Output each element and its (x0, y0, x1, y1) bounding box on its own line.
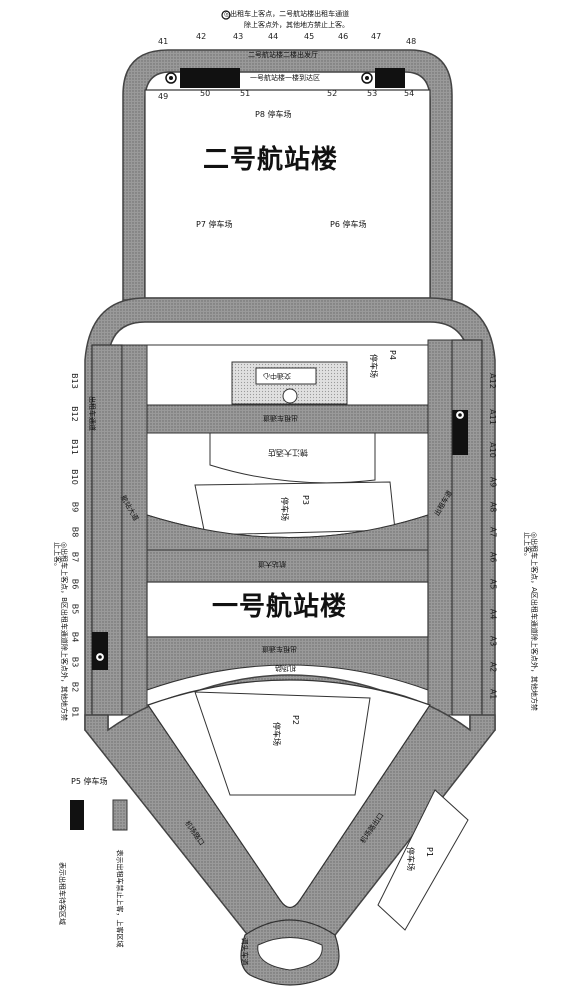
legend-grey-box (112, 799, 128, 831)
bay-b13: B13 (69, 373, 79, 389)
t2-title: 二号航站楼 (203, 145, 339, 175)
t1-upper-curve-road (146, 514, 429, 551)
legend-pickup-icon (221, 10, 231, 20)
p4-name: 停车场 (369, 354, 378, 378)
road-label-mid-lower: 航站大道 (258, 560, 286, 568)
t2-building (144, 89, 431, 299)
legend-black-box (70, 800, 84, 830)
inner-left-road (121, 344, 148, 716)
bay-a3: A3 (488, 635, 498, 647)
bay-a9: A9 (488, 476, 498, 488)
p1-code: P1 (424, 847, 434, 857)
bay-45: 45 (304, 32, 315, 41)
bay-a5: A5 (488, 578, 498, 590)
bay-b8: B8 (70, 526, 80, 538)
right-a-strip (451, 339, 483, 716)
p4-code: P4 (387, 350, 397, 360)
bay-b10: B10 (69, 469, 79, 485)
road-label-b: 出租车通道 (88, 396, 96, 431)
right-a-pickup-bar (452, 410, 468, 455)
t2-departures-pickup-bar-right (375, 68, 405, 88)
legend-grey-label: 表示出租车禁止上客，上客区域 (115, 849, 124, 948)
right-side-note: ◎出租车上客点，A区出租车通道除上客点外，其他地方禁止上客。 (523, 532, 538, 711)
bay-b5: B5 (70, 603, 80, 615)
bay-44: 44 (268, 32, 279, 41)
bay-b6: B6 (70, 578, 80, 590)
bay-46: 46 (338, 32, 349, 41)
hotel-label: 锦江大酒店 (268, 448, 308, 457)
bay-a1: A1 (488, 688, 498, 700)
t2-loop-road (122, 49, 453, 301)
bay-50: 50 (200, 89, 211, 98)
left-side-note: ◎出租车上客点，B区出租车通道除上客点外，其他地方禁止上客。 (53, 542, 68, 721)
p7-label: P7 停车场 (196, 220, 233, 229)
left-b-pickup-bar (92, 632, 108, 670)
bay-b12: B12 (69, 406, 79, 422)
p1-name: 停车场 (406, 847, 415, 871)
p3-name: 停车场 (280, 497, 289, 521)
bay-49: 49 (158, 92, 169, 101)
central-outer-road (84, 297, 496, 731)
bay-a8: A8 (488, 501, 498, 513)
bay-42: 42 (196, 32, 207, 41)
t2-arrivals-label: 一号航站楼一楼到达区 (250, 74, 320, 82)
t1-building (146, 581, 429, 638)
bay-a11: A11 (487, 409, 497, 425)
p1-lot (377, 789, 469, 931)
t1-title: 一号航站楼 (212, 592, 348, 622)
bay-a4: A4 (488, 608, 498, 620)
transport-center-sign (255, 367, 317, 385)
t2-departures-label: 二号航站楼二楼出发厅 (248, 51, 318, 59)
road-label-bottom-loop: 调头车道 (240, 937, 249, 966)
bay-a10: A10 (487, 442, 497, 458)
legend-black-label: 表示出租车待客区域 (58, 862, 66, 925)
p2-name: 停车场 (272, 722, 281, 746)
t1-lower-curve-road (146, 636, 429, 691)
bay-b9: B9 (70, 501, 80, 513)
p8-label: P8 停车场 (255, 110, 292, 119)
p5-label: P5 停车场 (71, 777, 108, 786)
bay-a7: A7 (488, 526, 498, 538)
road-label-low: 出租车通道 (262, 645, 297, 653)
bay-43: 43 (233, 32, 244, 41)
p3-code: P3 (300, 495, 310, 505)
transport-center-label: 交通中心 (263, 372, 291, 380)
bay-b7: B7 (70, 551, 80, 563)
p2-lot (194, 691, 371, 796)
header-note-line2: 除上客点外，其他地方禁止上客。 (244, 21, 349, 29)
t1-upper-strip (146, 549, 429, 583)
bay-a2: A2 (488, 661, 498, 673)
bay-b1: B1 (70, 706, 80, 718)
p2-code: P2 (290, 715, 300, 725)
cross-road-upper (146, 404, 429, 434)
bay-b4: B4 (70, 631, 80, 643)
bay-b11: B11 (69, 439, 79, 455)
road-label-low2: 机场路 (275, 664, 296, 672)
p6-label: P6 停车场 (330, 220, 367, 229)
p3-lot (194, 481, 396, 536)
bay-53: 53 (367, 89, 378, 98)
bay-51: 51 (240, 89, 251, 98)
bay-b3: B3 (70, 656, 80, 668)
bay-a6: A6 (488, 551, 498, 563)
road-label-mid-upper: 出租车通道 (263, 414, 298, 422)
bay-48: 48 (406, 37, 417, 46)
bay-a12: A12 (487, 373, 497, 389)
bay-41: 41 (158, 37, 169, 46)
inner-right-road (427, 339, 453, 716)
bay-47: 47 (371, 32, 382, 41)
bay-54: 54 (404, 89, 415, 98)
bay-b2: B2 (70, 681, 80, 693)
t2-departures-pickup-bar (180, 68, 240, 88)
bay-52: 52 (327, 89, 338, 98)
hotel-building (209, 432, 376, 484)
header-note-line1: ◎出租车上客点，二号航站楼出租车通道 (224, 10, 350, 18)
